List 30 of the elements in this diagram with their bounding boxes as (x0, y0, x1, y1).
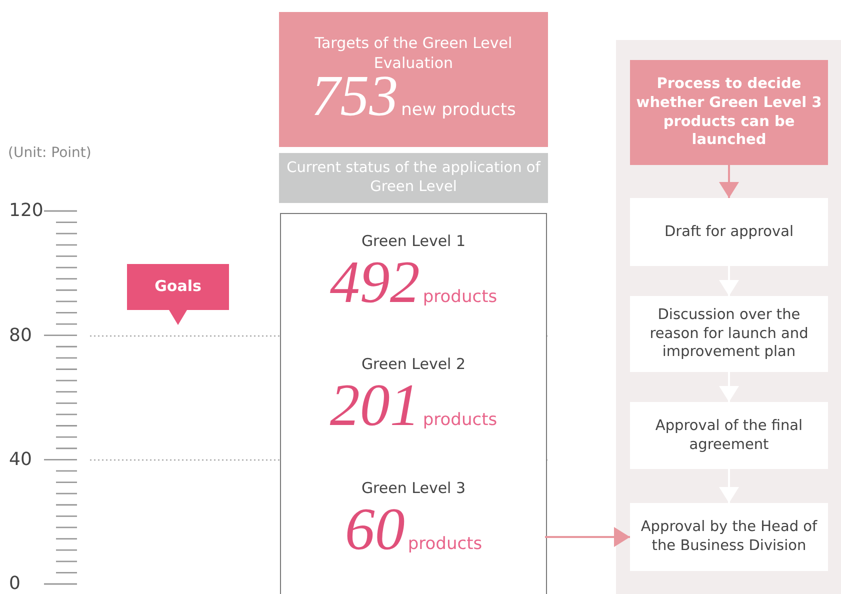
count-unit: products (422, 410, 498, 430)
unit-note: (Unit: Point) (8, 146, 92, 160)
axis-tick-label: 80 (9, 327, 32, 345)
process-panel (616, 40, 841, 594)
count-unit: products (422, 286, 498, 306)
axis-tick-label: 0 (9, 575, 20, 593)
count-unit: products (408, 534, 482, 554)
node-text: Discussion over the reason for launch and improvement plan (648, 306, 810, 362)
count-number: 201 (330, 374, 420, 434)
process-step-box (630, 503, 828, 571)
level-frame (280, 213, 547, 594)
process-heading-box (630, 60, 828, 165)
arrow (545, 527, 630, 547)
node-text: Process to decide whether Green Level 3 products can be launched (636, 74, 822, 150)
node-text: Green Level 3 (361, 479, 466, 498)
axis-tick-label: 40 (9, 451, 32, 469)
status-band (279, 153, 548, 203)
count-number: 492 (330, 252, 420, 312)
node-text: Draft for approval (664, 222, 794, 242)
node-text: Approval by the Head of the Business Division (640, 518, 818, 556)
axis-tick-label: 120 (9, 202, 44, 220)
count-number: 60 (344, 498, 405, 558)
process-step-box (630, 198, 828, 266)
arrow (719, 165, 739, 198)
node-text: Approval of the final agreement (654, 416, 804, 454)
node-text: Green Level 2 (361, 355, 466, 374)
target-box (279, 12, 548, 147)
node-text: Goals (154, 277, 202, 297)
node-text: Green Level 1 (361, 232, 466, 252)
count-unit: new products (401, 100, 516, 120)
